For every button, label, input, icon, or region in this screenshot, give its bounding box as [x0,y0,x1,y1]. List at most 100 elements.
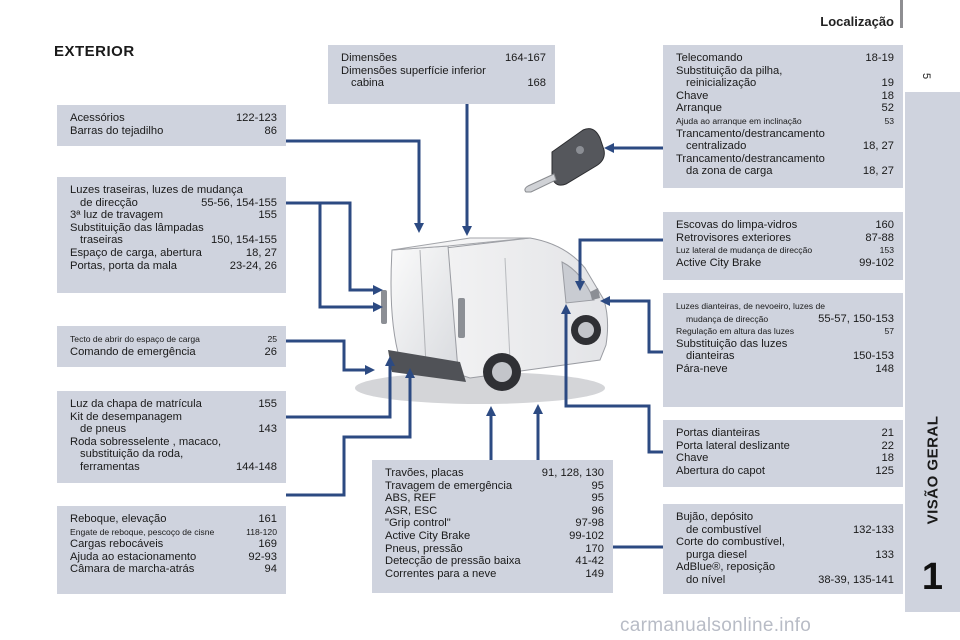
index-entry-page: 155 [258,398,277,410]
index-entry-text: Correntes para a neve [385,567,497,580]
index-entry-text: Engate de reboque, pescoço de cisne [70,526,215,537]
index-entry-page: 55-57, 150-153 [818,312,894,325]
index-entry-text: Luzes traseiras, luzes de mudança [70,184,243,196]
index-entry-page: 125 [875,464,894,477]
index-entry-text: Dimensões superfície inferior [341,64,486,77]
index-entry: Trancamento/destrancamento [676,153,894,166]
index-entry-page: 23-24, 26 [229,259,277,272]
index-entry-text: Active City Brake [676,256,762,269]
index-entry: AdBlue®, reposição [676,561,894,574]
leader-towing [286,376,412,497]
index-entry: Dimensões superfície inferior [341,65,546,78]
index-entry-text: Substituição das lâmpadas [70,221,204,234]
index-entry-text: Acessórios [70,112,125,124]
arrow-plate-light [385,356,395,366]
page-header-title: Localização [820,14,894,29]
index-entry: substituição da roda, [70,448,277,461]
arrow-rear-lights [373,302,383,312]
sliding-door-line [504,257,511,361]
index-entry-page: 150-153 [852,350,894,363]
index-entry-text: de pneus [80,423,127,436]
index-entry-text: reinicialização [686,77,757,90]
index-entry-text: Escovas do limpa-vidros [676,219,798,231]
index-entry: Regulação em altura das luzes 57 [676,325,894,338]
leader-front-doors [564,312,663,454]
index-entry-text: Detecção de pressão baixa [385,555,521,568]
index-entry-page: 148 [875,362,894,375]
index-entry-page: 18-19 [865,52,894,64]
van-shadow [355,372,605,404]
index-entry: Luzes traseiras, luzes de mudança [70,184,277,197]
index-entry-text: Pneus, pressão [385,542,463,555]
index-entry-page: 164-167 [504,52,546,64]
watermark: carmanualsonline.info [620,615,812,636]
index-entry-page: 52 [881,102,894,115]
arrow-remote [604,143,614,153]
index-entry-text: Ajuda ao arranque em inclinação [676,115,802,126]
index-entry-text: Porta lateral deslizante [676,439,790,452]
index-entry-page: 92-93 [248,550,277,563]
index-entry-text: Luzes dianteiras, de nevoeiro, luzes de [676,301,826,311]
index-entry-page: 143 [258,423,277,436]
arrow-fuel [533,404,543,414]
section-title: EXTERIOR [54,43,135,60]
index-entry-page: 170 [585,542,604,555]
index-entry-text: traseiras [80,234,123,247]
index-entry-page: 122-123 [235,112,277,124]
index-entry-text: Kit de desempanagem [70,410,182,423]
index-entry-page: 38-39, 135-141 [818,573,894,586]
rear-light-left [381,290,387,324]
index-entry-page: 150, 154-155 [211,234,277,247]
index-entry-page: 18, 27 [862,165,894,178]
header-divider [900,0,903,28]
index-entry-text: Cargas rebocáveis [70,538,164,551]
key-fob [551,128,605,186]
index-entry-text: dianteiras [686,350,735,363]
index-entry-text: Corte do combustível, [676,536,785,549]
index-entry-text: Chave [676,452,709,465]
arrow-towing [405,368,415,378]
index-entry: Substituição das luzes [676,338,894,351]
index-entry: traseiras 150, 154-155 [70,234,277,247]
chapter-side-tab [905,92,960,612]
index-entry-text: Trancamento/destrancamento [676,127,825,140]
key-button [576,146,584,154]
index-entry-text: Espaço de carga, abertura [70,246,202,259]
index-entry: Substituição da pilha, [676,65,894,78]
index-entry-text: do nível [686,573,726,586]
index-entry-page: 57 [884,326,894,337]
index-entry-text: Portas, porta da mala [70,259,177,272]
front-wheel-hub [578,322,594,338]
index-entry-text: Abertura do capot [676,464,765,477]
index-entry-page: 91, 128, 130 [541,467,604,479]
index-entry-page: 153 [879,245,894,256]
index-entry-text: Câmara de marcha-atrás [70,563,195,576]
index-entry-text: Dimensões [341,52,397,64]
index-entry-text: Regulação em altura das luzes [676,326,794,337]
index-entry-text: purga diesel [686,548,747,561]
index-entry: Abertura do capot 125 [676,465,894,478]
index-entry-page: 26 [264,345,277,358]
index-entry-page: 25 [267,334,277,344]
